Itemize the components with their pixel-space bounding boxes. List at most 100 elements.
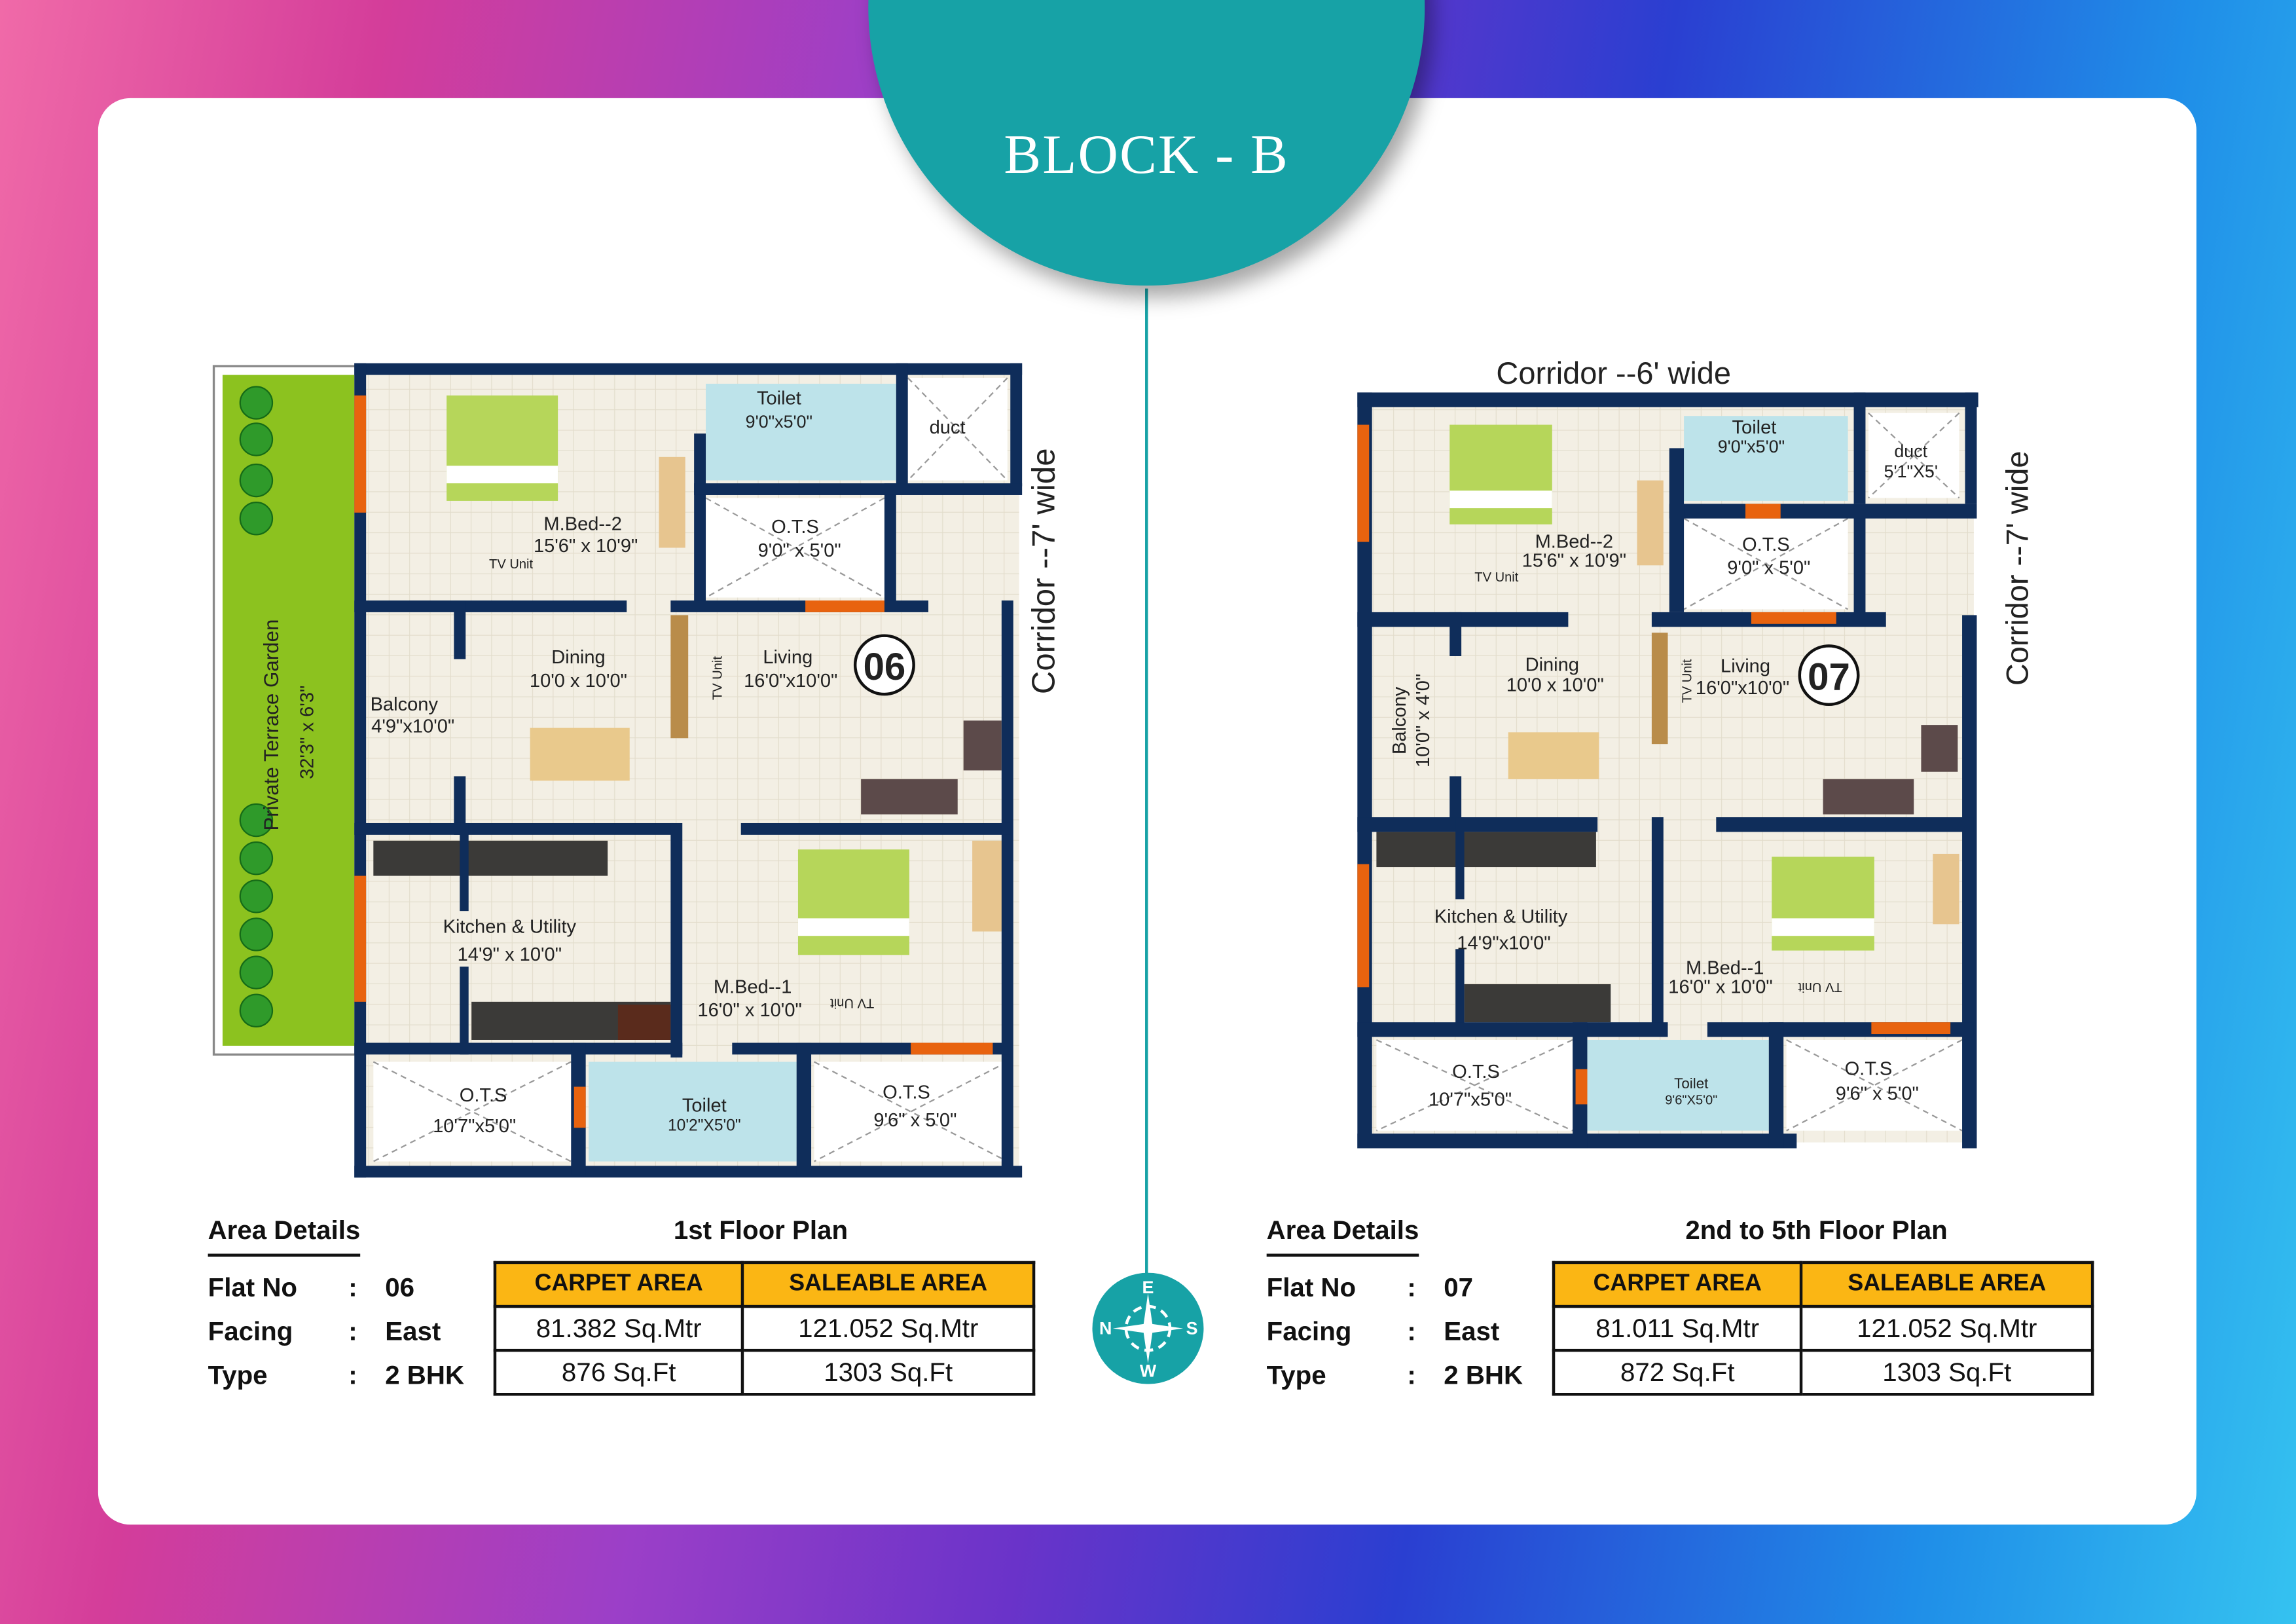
room-size: 9'6" x 5'0" (873, 1110, 957, 1131)
header-saleable: SALEABLE AREA (1800, 1261, 2094, 1308)
value: 2 BHK (1444, 1360, 1523, 1390)
armchair-icon (963, 720, 1002, 771)
toilet-top (1684, 416, 1848, 501)
corridor-top-label: Corridor --6' wide (1496, 356, 1731, 390)
tv-unit-icon (1651, 633, 1668, 745)
room-label: O.T.S (771, 517, 819, 538)
room-size: 14'9" x 10'0" (458, 944, 562, 965)
separator: : (1407, 1272, 1416, 1302)
header-saleable: SALEABLE AREA (741, 1261, 1036, 1308)
kitchen-counter (373, 840, 608, 876)
cell: 121.052 Sq.Mtr (1800, 1304, 2094, 1352)
room-label: O.T.S (460, 1085, 507, 1106)
room-size: 9'0"x5'0" (1718, 437, 1785, 456)
cell: 1303 Sq.Ft (741, 1348, 1036, 1396)
room-size: 5'1"X5' (1884, 462, 1938, 481)
cell: 81.382 Sq.Mtr (493, 1304, 744, 1352)
room-size: 4'9"x10'0" (371, 716, 454, 737)
room-label: Living (1721, 656, 1770, 677)
dining-table-icon (530, 728, 630, 781)
room-label: Toilet (757, 388, 801, 409)
compass-west: W (1140, 1361, 1157, 1380)
room-size: 16'0"x10'0" (1696, 678, 1789, 699)
flat-number: 07 (1808, 655, 1850, 698)
sofa-icon (1823, 779, 1914, 815)
cell: 1303 Sq.Ft (1800, 1348, 2094, 1396)
dining-table-icon (1508, 732, 1599, 779)
room-label: Kitchen & Utility (443, 917, 577, 938)
separator: : (348, 1272, 357, 1302)
separator: : (348, 1316, 357, 1346)
flat-number: 06 (864, 646, 906, 688)
room-size: 9'6" x 5'0" (1836, 1084, 1919, 1105)
compass-south: S (1186, 1319, 1198, 1338)
room-label: Kitchen & Utility (1434, 906, 1568, 927)
cell: 876 Sq.Ft (493, 1348, 744, 1396)
header-carpet: CARPET AREA (1552, 1261, 1803, 1308)
kitchen-counter (1464, 984, 1611, 1023)
garden-size: 32'3" x 6'3" (297, 686, 318, 779)
tv-label: TV Unit (711, 656, 725, 700)
room-size: 10'7"x5'0" (1429, 1090, 1512, 1111)
room-label: Balcony (371, 694, 439, 715)
compass-east: E (1142, 1278, 1154, 1297)
tv-label: TV Unit (830, 995, 874, 1010)
flat-number-badge (853, 634, 915, 696)
room-size: 10'7"x5'0" (433, 1116, 516, 1137)
divider-line (1145, 288, 1148, 1278)
label: Type (208, 1360, 268, 1390)
floor-title: 2nd to 5th Floor Plan (1685, 1215, 1948, 1246)
room-size: 16'0" x 10'0" (1668, 976, 1772, 997)
room-size: 15'6" x 10'9" (1522, 551, 1626, 572)
room-label: duct (930, 417, 966, 438)
header-carpet: CARPET AREA (493, 1261, 744, 1308)
room-size: 10'0 x 10'0" (1506, 675, 1604, 696)
room-label: M.Bed--1 (1686, 957, 1764, 978)
separator: : (1407, 1360, 1416, 1390)
sofa-icon (861, 779, 958, 815)
toilet-bottom (589, 1061, 797, 1162)
room-label: O.T.S (883, 1082, 930, 1103)
separator: : (348, 1360, 357, 1390)
room-size: 10'0" x 4'0" (1413, 674, 1434, 767)
room-size: 9'6"X5'0" (1665, 1093, 1717, 1107)
floor-title: 1st Floor Plan (673, 1215, 848, 1246)
label: Facing (208, 1316, 293, 1346)
corridor-label: Corridor --7' wide (2000, 451, 2035, 686)
floor-plan-07: Corridor --6' wide Corridor --7' wide To… (1357, 356, 2035, 1149)
room-label: O.T.S (1452, 1061, 1500, 1082)
bed-icon (797, 849, 909, 955)
area-details-title: Area Details (208, 1215, 361, 1257)
room-label: Dining (1525, 654, 1579, 675)
tv-label: TV Unit (1474, 570, 1518, 585)
ots-bottom-left (373, 1061, 572, 1162)
floor-plan-06: Corridor --7' wide Private Terrace Garde… (212, 363, 1061, 1178)
cell: 872 Sq.Ft (1552, 1348, 1803, 1396)
room-label: Balcony (1389, 686, 1410, 754)
plant-icons (239, 386, 274, 1027)
compass-icon: E N S W (1092, 1272, 1204, 1384)
tv-label: TV Unit (489, 557, 533, 572)
flat-number-badge (1798, 644, 1860, 707)
room-size: 9'0"x5'0" (746, 412, 812, 432)
room-size: 9'0" x 5'0" (1727, 558, 1810, 579)
room-label: duct (1894, 441, 1927, 461)
room-label: Dining (551, 647, 605, 668)
room-size: 16'0" x 10'0" (697, 1000, 801, 1021)
area-details-06: Area Details 1st Floor Plan Flat No:06 F… (208, 1215, 1043, 1406)
value: East (1444, 1316, 1500, 1346)
area-details-07: Area Details 2nd to 5th Floor Plan Flat … (1266, 1215, 2102, 1406)
tv-unit-icon (670, 615, 689, 739)
windows (1357, 424, 1951, 1105)
value: 2 BHK (385, 1360, 465, 1390)
room-size: 15'6" x 10'9" (534, 536, 638, 557)
value: 07 (1444, 1272, 1474, 1302)
room-size: 9'0" x 5'0" (758, 540, 841, 561)
room-size: 10'2"X5'0" (668, 1117, 741, 1135)
label: Flat No (208, 1272, 298, 1302)
kitchen-counter (1376, 832, 1596, 868)
bed-icon (1449, 424, 1552, 525)
value: East (385, 1316, 441, 1346)
room-label: Living (763, 647, 812, 668)
